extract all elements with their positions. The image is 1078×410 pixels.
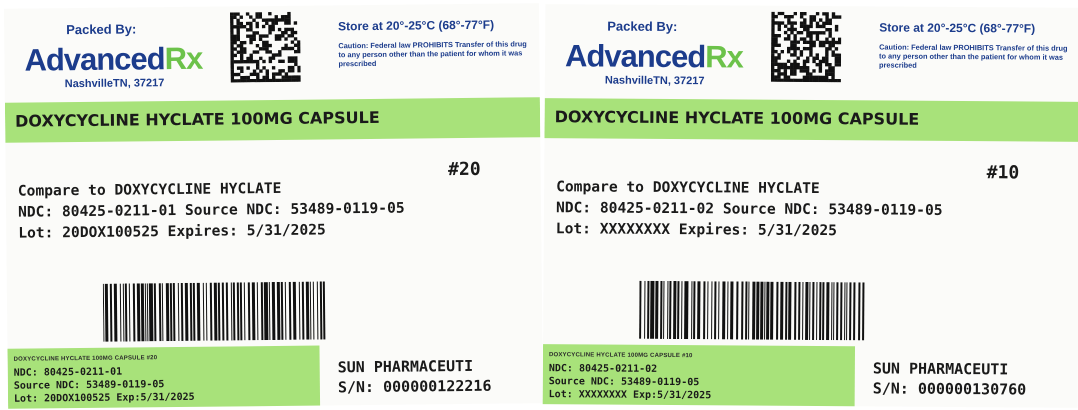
manufacturer-block: SUN PHARMACEUTI S/N: 000000122216 (338, 356, 492, 398)
mini-title: DOXYCYCLINE HYCLATE 100MG CAPSULE #20 (13, 355, 158, 363)
drug-name: DOXYCYCLINE HYCLATE 100MG CAPSULE (554, 107, 920, 129)
storage-text: Store at 20°-25°C (68°-77°F) (338, 17, 495, 34)
brand-rx: Rx (705, 39, 743, 75)
serial-number: S/N: 000000130760 (872, 379, 1027, 399)
packed-by-text: Packed By: (607, 18, 678, 35)
drug-name-band: DOXYCYCLINE HYCLATE 100MG CAPSULE (4, 97, 541, 143)
manufacturer: SUN PHARMACEUTI (872, 359, 1009, 379)
drug-info: Compare to DOXYCYCLINE HYCLATE NDC: 8042… (556, 176, 943, 242)
quantity: #10 (986, 162, 1020, 184)
brand-logo: AdvancedRx (24, 41, 202, 79)
brand-rx: Rx (164, 40, 203, 77)
mini-info-band: DOXYCYCLINE HYCLATE 100MG CAPSULE #10 ND… (542, 344, 856, 408)
label-20-count: Packed By: AdvancedRx NashvilleTN, 37217… (3, 3, 544, 409)
mini-lot: Lot: XXXXXXXX Exp:5/31/2025 (548, 389, 712, 402)
brand-logo: AdvancedRx (565, 38, 743, 75)
datamatrix-code-icon (770, 11, 842, 83)
mini-info-band: DOXYCYCLINE HYCLATE 100MG CAPSULE #20 ND… (7, 345, 321, 409)
drug-name: DOXYCYCLINE HYCLATE 100MG CAPSULE (14, 107, 380, 131)
mini-ndc: NDC: 80425-0211-02 (548, 363, 658, 375)
packed-by-text: Packed By: (66, 21, 137, 38)
drug-name-band: DOXYCYCLINE HYCLATE 100MG CAPSULE (544, 98, 1078, 142)
serial-number: S/N: 000000122216 (337, 376, 492, 397)
datamatrix-code-icon (229, 11, 301, 83)
manufacturer: SUN PHARMACEUTI (337, 356, 474, 377)
caution-text: Caution: Federal law PROHIBITS Transfer … (338, 39, 527, 69)
barcode-icon (639, 280, 865, 341)
lot-line: Lot: XXXXXXXX Expires: 5/31/2025 (555, 220, 838, 240)
ndc-line: NDC: 80425-0211-01 Source NDC: 53489-011… (17, 199, 405, 221)
lot-line: Lot: 20DOX100525 Expires: 5/31/2025 (18, 221, 326, 242)
quantity: #20 (448, 158, 481, 181)
brand-advanced: Advanced (24, 41, 165, 78)
storage-text: Store at 20°-25°C (68°-77°F) (879, 20, 1036, 36)
caution-text: Caution: Federal law PROHIBITS Transfer … (878, 42, 1068, 70)
drug-info: Compare to DOXYCYCLINE HYCLATE NDC: 8042… (18, 177, 405, 244)
label-10-count: Packed By: AdvancedRx NashvilleTN, 37217… (542, 4, 1078, 408)
mini-lines: NDC: 80425-0211-02 Source NDC: 53489-011… (549, 362, 712, 402)
ndc-line: NDC: 80425-0211-02 Source NDC: 53489-011… (555, 199, 943, 219)
packer-city: NashvilleTN, 37217 (604, 74, 705, 88)
mini-lot: Lot: 20DOX100525 Exp:5/31/2025 (13, 391, 195, 405)
mini-title: DOXYCYCLINE HYCLATE 100MG CAPSULE #10 (548, 352, 693, 360)
packer-city: NashvilleTN, 37217 (64, 77, 165, 91)
compare-line: Compare to DOXYCYCLINE HYCLATE (556, 178, 820, 198)
mini-source: Source NDC: 53489-0119-05 (548, 376, 700, 389)
mini-lines: NDC: 80425-0211-01 Source NDC: 53489-011… (14, 365, 195, 406)
brand-advanced: Advanced (564, 38, 706, 75)
manufacturer-block: SUN PHARMACEUTI S/N: 000000130760 (873, 358, 1027, 399)
barcode-icon (102, 281, 326, 342)
